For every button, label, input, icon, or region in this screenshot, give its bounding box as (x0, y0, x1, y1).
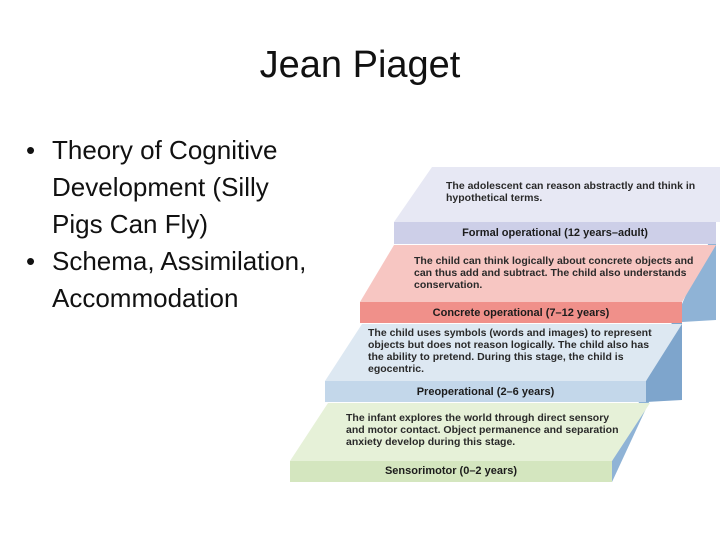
bullet-list: Theory of Cognitive Development (Silly P… (26, 132, 316, 317)
preoperational-description: The child uses symbols (words and images… (368, 327, 652, 375)
slide-title: Jean Piaget (259, 44, 461, 86)
preoperational-top-face (325, 324, 682, 381)
concrete-label: Concrete operational (7–12 years) (432, 307, 610, 319)
preoperational-label-band (325, 381, 646, 402)
formal-label-band (394, 222, 716, 244)
bullet-text: Theory of Cognitive Development (Silly P… (52, 135, 278, 239)
preoperational-label: Preoperational (2–6 years) (416, 386, 555, 398)
concrete-label-band (360, 302, 682, 323)
formal-label: Formal operational (12 years–adult) (462, 227, 648, 239)
formal-top-face (394, 167, 720, 222)
sensorimotor-label: Sensorimotor (0–2 years) (384, 465, 518, 477)
formal-description: The adolescent can reason abstractly and… (446, 180, 696, 204)
concrete-description: The child can think logically about conc… (414, 255, 694, 291)
bullet-text: Schema, Assimilation, Accommodation (52, 246, 307, 313)
sensorimotor-label-band (290, 461, 612, 482)
bullet-item: Schema, Assimilation, Accommodation (26, 243, 316, 317)
concrete-top-face (360, 245, 716, 302)
bullet-item: Theory of Cognitive Development (Silly P… (26, 132, 316, 243)
sensorimotor-description: The infant explores the world through di… (346, 412, 619, 448)
sensorimotor-top-face (290, 403, 650, 461)
